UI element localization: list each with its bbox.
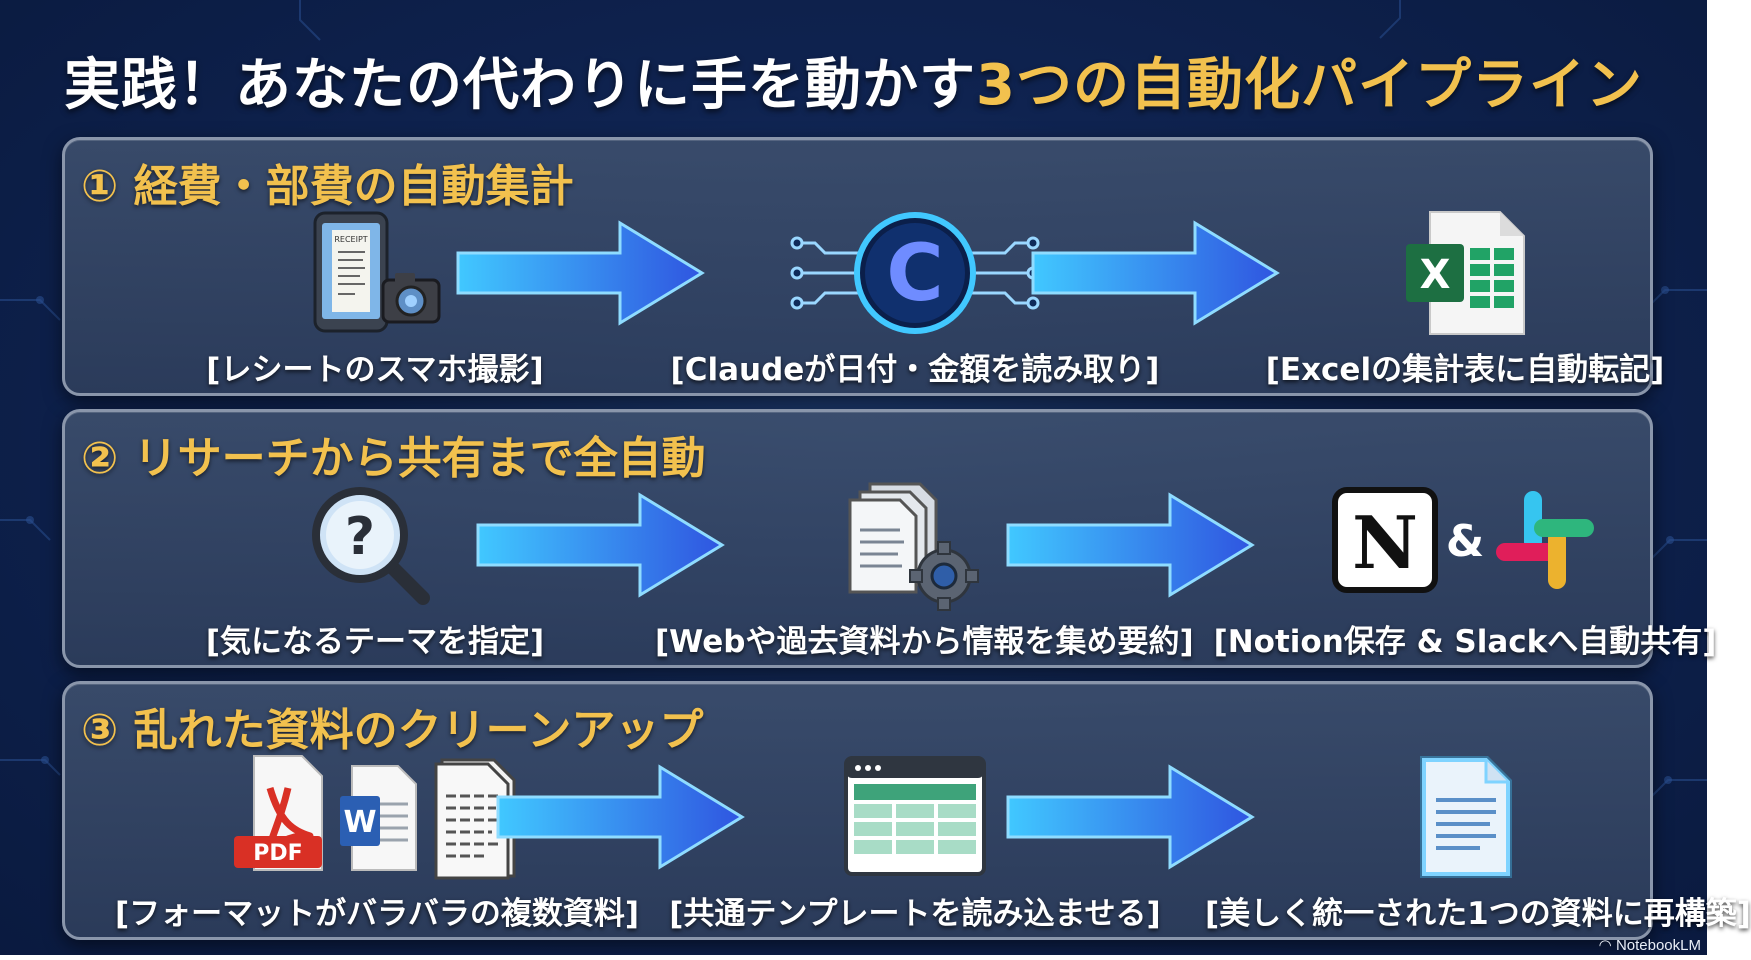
step-claude-read: C [Claudeが日付・金額を読み取り] — [671, 208, 1159, 388]
bottom-border — [0, 955, 1707, 960]
arrow-right-icon — [496, 764, 745, 870]
step-excel-transcribe: X [Excelの集計表に自動転記] — [1245, 208, 1685, 388]
svg-text:N: N — [1352, 500, 1418, 585]
smartphone-receipt-camera-icon: RECEIPT — [313, 211, 441, 333]
step-label: [Claudeが日付・金額を読み取り] — [670, 352, 1160, 388]
excel-icon: X — [1406, 211, 1525, 335]
step-load-template: [共通テンプレートを読み込ませる] — [669, 752, 1161, 932]
arrow-right-icon — [456, 220, 705, 326]
svg-text:C: C — [886, 229, 943, 319]
arrow-right-icon — [1006, 764, 1255, 870]
step-mixed-documents: PDF W [フォーマットがバラバラの複数資料] — [115, 752, 639, 932]
step-rebuild-document: [美しく統一された1つの資料に再構築] — [1205, 752, 1751, 932]
step-label: [Webや過去資料から情報を集め要約] — [655, 624, 1194, 660]
title-accent: 3つの自動化パイプライン — [976, 53, 1643, 118]
step-label: [美しく統一された1つの資料に再構築] — [1205, 896, 1751, 932]
panel-title: ② リサーチから共有まで全自動 — [81, 433, 706, 484]
panel-title: ① 経費・部費の自動集計 — [81, 161, 574, 212]
step-receipt-photo: RECEIPT [レシートのスマホ撮影] — [155, 208, 595, 388]
arrow-right-icon — [476, 492, 725, 598]
step-label: [レシートのスマホ撮影] — [206, 352, 544, 388]
spreadsheet-template-icon — [844, 756, 986, 876]
svg-text:?: ? — [345, 507, 375, 567]
svg-text:X: X — [1420, 252, 1451, 298]
step-label: [Excelの集計表に自動転記] — [1265, 352, 1665, 388]
svg-text:PDF: PDF — [253, 841, 302, 866]
step-label: [Notion保存 & Slackへ自動共有] — [1213, 624, 1717, 660]
svg-text:W: W — [343, 805, 376, 840]
magnifier-question-icon: ? — [312, 487, 430, 605]
step-notion-slack-share: N & [Notion保存 & Slackへ自動共有] — [1214, 480, 1716, 660]
step-specify-theme: ? [気になるテーマを指定] — [155, 480, 595, 660]
step-label: [気になるテーマを指定] — [205, 624, 545, 660]
circuit-background — [0, 0, 1707, 797]
clean-document-icon — [1420, 756, 1512, 878]
panel-title: ③ 乱れた資料のクリーンアップ — [81, 705, 704, 756]
documents-gear-icon — [848, 482, 979, 611]
pipeline-panel-expense: ① 経費・部費の自動集計 RECEIPT [レシートのスマホ撮影] — [62, 137, 1664, 396]
title-main: 実践！あなたの代わりに手を動かす — [64, 53, 977, 118]
claude-circuit-icon: C — [790, 212, 1040, 334]
slide-title: 実践！あなたの代わりに手を動かす3つの自動化パイプライン — [0, 40, 1707, 121]
badge-text: NotebookLM — [1615, 937, 1701, 954]
pipeline-panel-research: ② リサーチから共有まで全自動 ? [気になるテーマを指定] — [62, 409, 1716, 668]
pdf-word-documents-icon: PDF W — [234, 755, 516, 880]
step-label: [フォーマットがバラバラの複数資料] — [115, 896, 640, 932]
svg-text:&: & — [1446, 516, 1484, 567]
svg-text:RECEIPT: RECEIPT — [334, 235, 367, 244]
arrow-right-icon — [1031, 220, 1280, 326]
step-label: [共通テンプレートを読み込ませる] — [669, 896, 1161, 932]
pipeline-panel-cleanup: ③ 乱れた資料のクリーンアップ PDF W — [62, 681, 1751, 940]
arrow-right-icon — [1006, 492, 1255, 598]
notebooklm-logo-icon: ◠ — [1598, 937, 1616, 954]
notebooklm-badge: ◠ NotebookLM — [1599, 936, 1701, 954]
step-collect-summarize: [Webや過去資料から情報を集め要約] — [655, 480, 1194, 660]
notion-slack-icon: N & — [1332, 487, 1594, 593]
